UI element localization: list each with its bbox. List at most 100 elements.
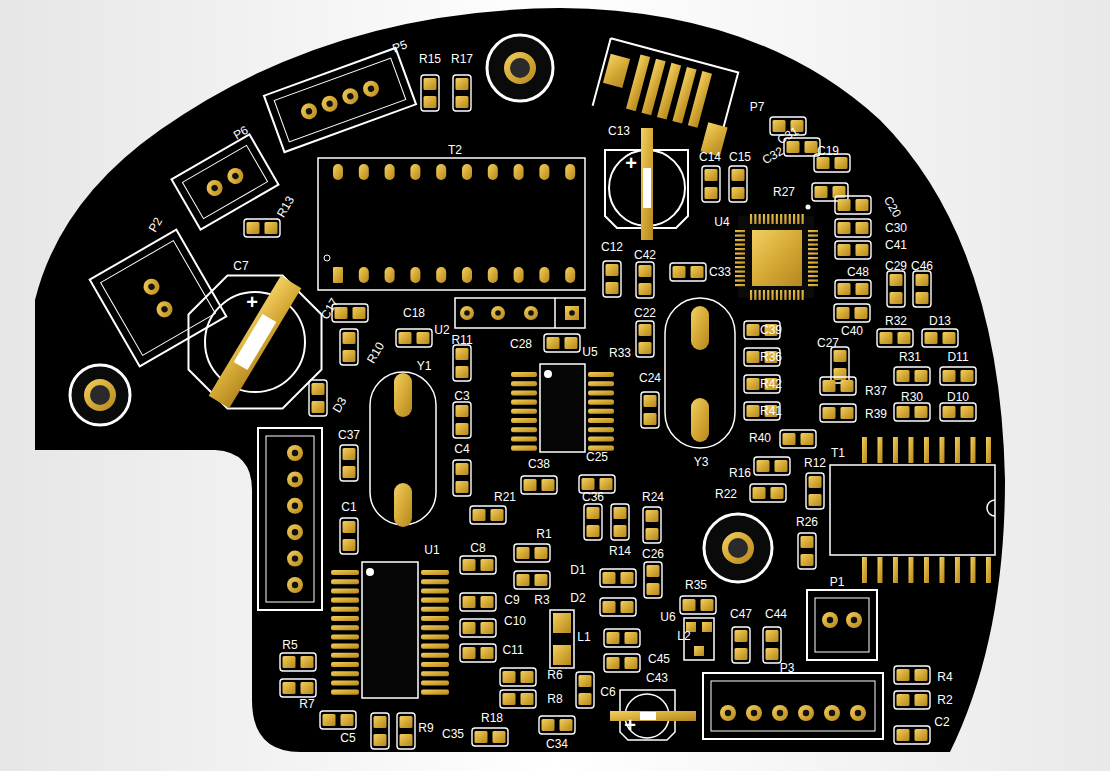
edge-connector xyxy=(588,38,742,156)
designator: R37 xyxy=(865,385,887,398)
smd-part xyxy=(500,668,536,686)
smd-part xyxy=(544,334,580,352)
designator: C34 xyxy=(546,738,568,751)
designator: C15 xyxy=(729,151,751,164)
smd-part xyxy=(780,430,816,448)
designator: U5 xyxy=(582,346,597,359)
designator: R27 xyxy=(773,186,795,199)
designator: C14 xyxy=(699,151,721,164)
designator: C17 xyxy=(319,296,341,322)
ic-package xyxy=(331,562,449,698)
smd-part xyxy=(320,711,356,729)
smd-part xyxy=(894,726,930,744)
designator: R18 xyxy=(481,712,503,725)
designator: C20 xyxy=(881,194,903,220)
smd-part xyxy=(600,569,636,587)
designator: C19 xyxy=(817,145,839,158)
smd-part xyxy=(913,271,931,307)
designator: P5 xyxy=(391,38,409,55)
designator: R6 xyxy=(547,669,562,682)
designator: C11 xyxy=(502,644,523,657)
designator: D3 xyxy=(331,395,350,415)
designator: C26 xyxy=(642,548,664,561)
smd-part xyxy=(453,402,471,438)
designator: R30 xyxy=(901,391,923,404)
designator: T2 xyxy=(448,144,462,157)
designator: C27 xyxy=(817,337,839,350)
smd-part xyxy=(729,166,747,202)
smd-part xyxy=(894,691,930,709)
inductor-footprint xyxy=(550,610,574,668)
designator: C44 xyxy=(765,608,787,621)
designator: R10 xyxy=(365,340,387,366)
designator: R3 xyxy=(534,594,549,607)
smd-part xyxy=(940,403,976,421)
smd-part xyxy=(680,596,716,614)
smd-part xyxy=(453,345,471,381)
designator: C5 xyxy=(340,732,355,745)
smd-part xyxy=(894,403,930,421)
transformer-footprint xyxy=(830,437,995,583)
mounting-hole xyxy=(70,365,130,425)
designator: R9 xyxy=(418,722,433,735)
smd-part xyxy=(460,644,496,662)
crystal-footprint xyxy=(665,298,735,448)
designator: P1 xyxy=(830,576,845,589)
smd-part xyxy=(611,504,629,540)
smd-part xyxy=(453,460,471,496)
smd-part xyxy=(340,518,358,554)
smd-part xyxy=(309,380,327,416)
designator: C18 xyxy=(403,307,425,320)
smd-part xyxy=(340,329,358,365)
designator: C29 xyxy=(885,260,907,273)
connector-footprint xyxy=(703,673,883,739)
designator: D2 xyxy=(570,592,585,605)
smd-part xyxy=(750,484,786,502)
designator: U2 xyxy=(434,324,449,337)
smd-part xyxy=(514,544,550,562)
smd-part xyxy=(820,404,856,422)
designator: C1 xyxy=(341,501,356,514)
designator: C47 xyxy=(730,608,752,621)
designator: C25 xyxy=(586,451,608,464)
designator: C24 xyxy=(639,372,661,385)
designator: R42 xyxy=(760,378,782,391)
smd-part xyxy=(835,241,871,259)
smd-part xyxy=(922,329,958,347)
designator: R41 xyxy=(760,405,782,418)
components xyxy=(70,35,995,749)
designator: C6 xyxy=(600,686,615,699)
smd-part xyxy=(894,367,930,385)
designator: R33 xyxy=(609,347,631,360)
designator: C46 xyxy=(911,260,933,273)
designator: R31 xyxy=(899,351,921,364)
designator: P6 xyxy=(231,124,250,143)
designator: P7 xyxy=(750,101,765,114)
designator: C22 xyxy=(634,307,656,320)
designator: C42 xyxy=(634,249,656,262)
designator: L1 xyxy=(577,631,590,644)
designator: C2 xyxy=(934,716,949,729)
smd-part xyxy=(754,457,790,475)
designator: C32 xyxy=(760,145,786,167)
smd-part xyxy=(702,166,720,202)
smd-part xyxy=(887,271,905,307)
designator: R14 xyxy=(609,545,631,558)
designator: R26 xyxy=(796,516,818,529)
smd-part xyxy=(835,219,871,237)
designator: R15 xyxy=(419,53,441,66)
designator: C28 xyxy=(510,338,532,351)
smd-part xyxy=(576,672,594,708)
designator: U4 xyxy=(714,216,729,229)
smd-part xyxy=(521,476,557,494)
smd-part xyxy=(600,598,636,616)
designator: Y1 xyxy=(417,360,432,373)
designator: R40 xyxy=(749,432,771,445)
smd-part xyxy=(604,654,640,672)
polarity-mark: + xyxy=(246,292,258,312)
smd-part xyxy=(641,392,659,428)
transformer-footprint xyxy=(318,158,585,290)
designator: C36 xyxy=(582,491,604,504)
mounting-hole xyxy=(487,35,553,101)
